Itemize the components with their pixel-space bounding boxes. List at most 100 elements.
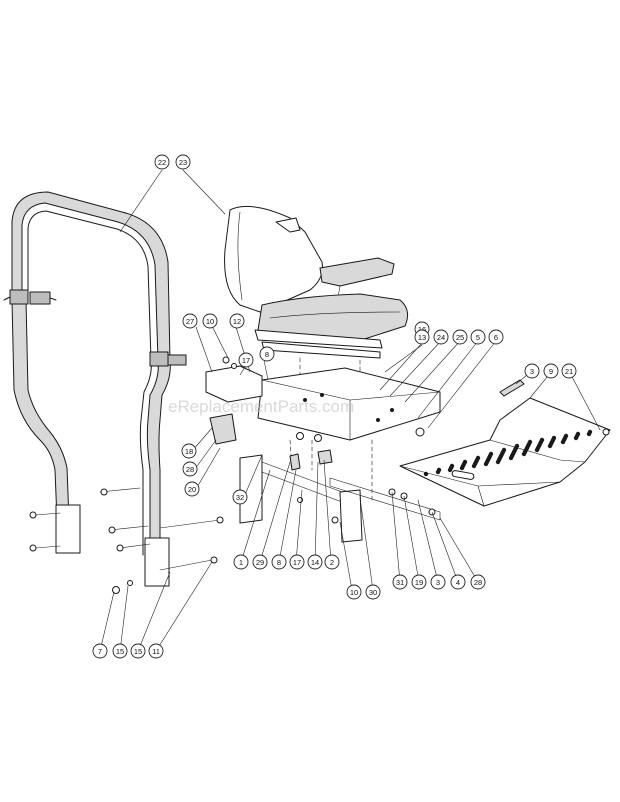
callout-number: 15 [116, 647, 124, 656]
callout-28: 28 [470, 574, 486, 590]
callout-4: 4 [450, 574, 466, 590]
perforation-hole [547, 443, 553, 449]
perforation-hole [495, 459, 501, 465]
callout-circle [252, 554, 268, 570]
callout-10: 10 [202, 313, 218, 329]
callout-number: 28 [186, 465, 194, 474]
callout-12: 12 [229, 313, 245, 329]
callout-number: 6 [494, 333, 498, 342]
callout-circle [561, 363, 577, 379]
callout-circle [524, 363, 540, 379]
callout-7: 7 [92, 643, 108, 659]
callout-20: 20 [184, 481, 200, 497]
callout-17: 17 [289, 554, 305, 570]
callout-circle [175, 154, 191, 170]
callout-circle [430, 574, 446, 590]
callout-number: 3 [436, 578, 440, 587]
side-bracket [205, 356, 263, 445]
callout-circle [184, 481, 200, 497]
callout-31: 31 [392, 574, 408, 590]
perforation-hole [435, 469, 441, 475]
callout-11: 11 [148, 643, 164, 659]
seat [224, 205, 409, 401]
callout-number: 22 [158, 158, 166, 167]
callout-number: 25 [456, 333, 464, 342]
callout-number: 31 [396, 578, 404, 587]
perforation-hole [573, 435, 579, 441]
callout-circle [181, 443, 197, 459]
callout-number: 11 [152, 647, 160, 656]
callout-18: 18 [181, 443, 197, 459]
callout-number: 1 [239, 558, 243, 567]
callout-27: 27 [182, 313, 198, 329]
callout-21: 21 [561, 363, 577, 379]
callout-number: 3 [530, 367, 534, 376]
callout-13: 13 [414, 329, 430, 345]
callout-29: 29 [252, 554, 268, 570]
callout-8: 8 [259, 346, 275, 362]
callout-number: 28 [474, 578, 482, 587]
callout-25: 25 [452, 329, 468, 345]
callout-number: 18 [185, 447, 193, 456]
callout-number: 2 [330, 558, 334, 567]
callout-3: 3 [430, 574, 446, 590]
callout-32: 32 [232, 489, 248, 505]
callout-circle [411, 574, 427, 590]
callout-number: 24 [437, 333, 445, 342]
callout-circle [414, 329, 430, 345]
callout-circle [202, 313, 218, 329]
callout-number: 4 [456, 578, 460, 587]
callout-circle [259, 346, 275, 362]
callout-14: 14 [307, 554, 323, 570]
callout-28: 28 [182, 461, 198, 477]
callout-8: 8 [271, 554, 287, 570]
callout-circle [307, 554, 323, 570]
callout-number: 16 [418, 325, 426, 334]
perforation-hole [508, 455, 514, 461]
callout-circle [324, 554, 340, 570]
callout-circle [148, 643, 164, 659]
callout-number: 21 [565, 367, 573, 376]
perforation-hole [586, 431, 592, 437]
callout-number: 14 [311, 558, 319, 567]
callout-circle [470, 329, 486, 345]
callout-circle [232, 489, 248, 505]
callout-number: 17 [242, 356, 250, 365]
roll-bar [3, 191, 224, 594]
callout-number: 32 [236, 493, 244, 502]
callout-number: 17 [293, 558, 301, 567]
frame-rails [239, 439, 441, 543]
callout-9: 9 [543, 363, 559, 379]
callout-number: 12 [233, 317, 241, 326]
callout-number: 9 [549, 367, 553, 376]
foot-plate-holes [423, 429, 593, 477]
callout-5: 5 [470, 329, 486, 345]
callout-number: 30 [369, 588, 377, 597]
perforation-hole [534, 447, 540, 453]
perforation-hole [483, 461, 489, 467]
callout-circle [470, 574, 486, 590]
perforation-hole [423, 471, 429, 477]
perforation-hole [447, 467, 453, 473]
callout-circle [271, 554, 287, 570]
callout-number: 20 [188, 485, 196, 494]
callout-circle [238, 352, 254, 368]
callout-circle [112, 643, 128, 659]
watermark-text: eReplacementParts.com [168, 397, 354, 416]
callout-number: 8 [265, 350, 269, 359]
foot-plate [399, 379, 611, 507]
callout-15: 15 [130, 643, 146, 659]
callout-2: 2 [324, 554, 340, 570]
callout-circle [488, 329, 504, 345]
callout-circle [233, 554, 249, 570]
callout-30: 30 [365, 584, 381, 600]
callout-24: 24 [433, 329, 449, 345]
callout-number: 19 [415, 578, 423, 587]
callout-number: 29 [256, 558, 264, 567]
seat-pan [257, 367, 441, 442]
callout-number: 13 [418, 333, 426, 342]
callout-circle [543, 363, 559, 379]
